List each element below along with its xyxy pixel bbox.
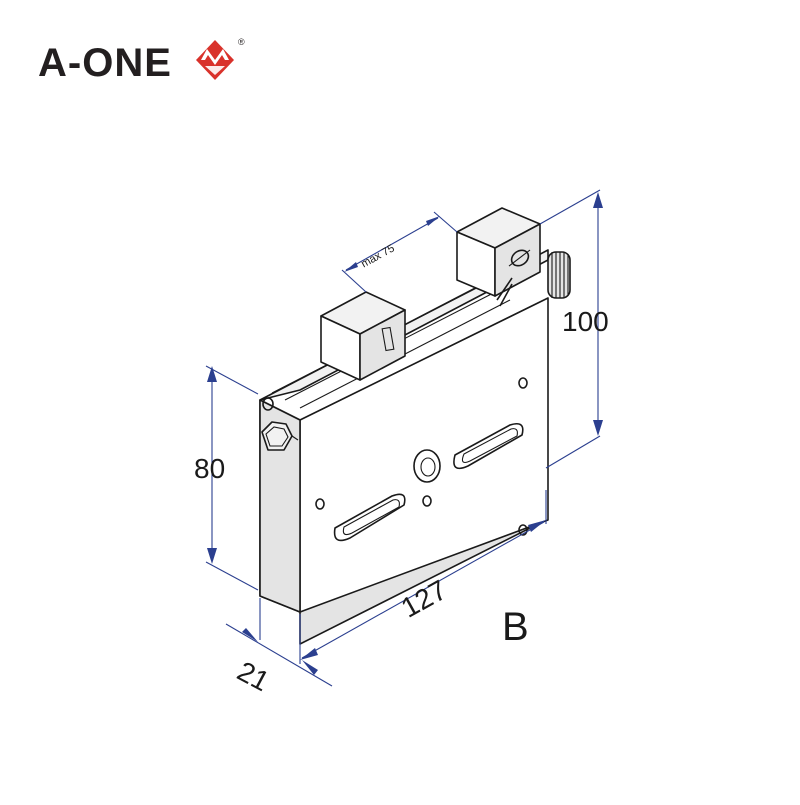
- dim-text-21: 21: [232, 655, 274, 697]
- fixed-jaw: [320, 291, 406, 381]
- screw-hole: [315, 498, 325, 510]
- variant-label: B: [502, 605, 529, 649]
- center-counterbore: [413, 449, 441, 483]
- dim-text-100: 100: [562, 306, 609, 337]
- dim-jaw-opening: max 75: [341, 211, 458, 293]
- brand-name: A-ONE: [38, 41, 172, 85]
- dim-height-100: 100: [539, 189, 609, 469]
- brand-logo: A-ONE ®: [38, 37, 245, 85]
- dim-text-80: 80: [194, 453, 225, 484]
- a-one-m-logo-icon: [196, 40, 234, 80]
- threaded-knob: [547, 251, 571, 299]
- movable-jaw: [456, 207, 541, 307]
- dim-text-max75: max 75: [359, 242, 396, 270]
- left-end-face: [259, 399, 301, 613]
- hex-bolt: [261, 421, 299, 451]
- screw-hole: [262, 397, 274, 411]
- dim-height-80: 80: [194, 365, 259, 591]
- vise-body: [259, 207, 571, 645]
- registered-mark: ®: [238, 37, 245, 47]
- screw-hole: [518, 377, 528, 389]
- mounting-slot-right: [453, 422, 524, 470]
- screw-hole: [518, 524, 528, 536]
- mounting-slot-left: [333, 493, 406, 542]
- screw-hole: [422, 495, 432, 507]
